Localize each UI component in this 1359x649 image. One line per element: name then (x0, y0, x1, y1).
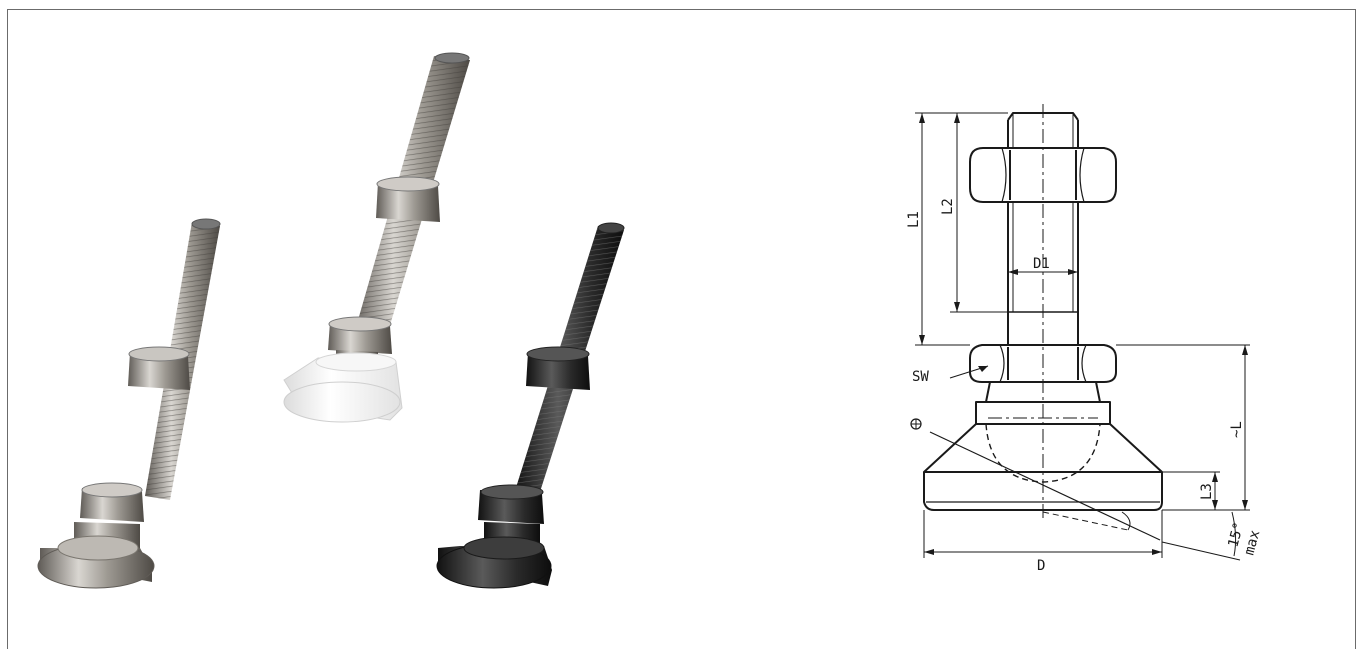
leveling-foot-white-base (283, 52, 470, 423)
image-frame (7, 9, 1356, 649)
label-L: ~L (1229, 421, 1245, 438)
label-L2: L2 (940, 198, 956, 215)
label-D: D (1037, 558, 1045, 574)
label-D1: D1 (1033, 256, 1050, 272)
label-L3: L3 (1199, 483, 1215, 500)
label-max: max (1241, 528, 1263, 557)
dimension-arrows (919, 113, 1248, 555)
leveling-foot-black (436, 222, 625, 589)
label-SW: SW (912, 369, 929, 385)
label-angle: 15° (1225, 520, 1247, 549)
label-L1: L1 (906, 211, 922, 228)
leveling-foot-stainless (37, 218, 221, 589)
technical-drawing (910, 104, 1250, 561)
